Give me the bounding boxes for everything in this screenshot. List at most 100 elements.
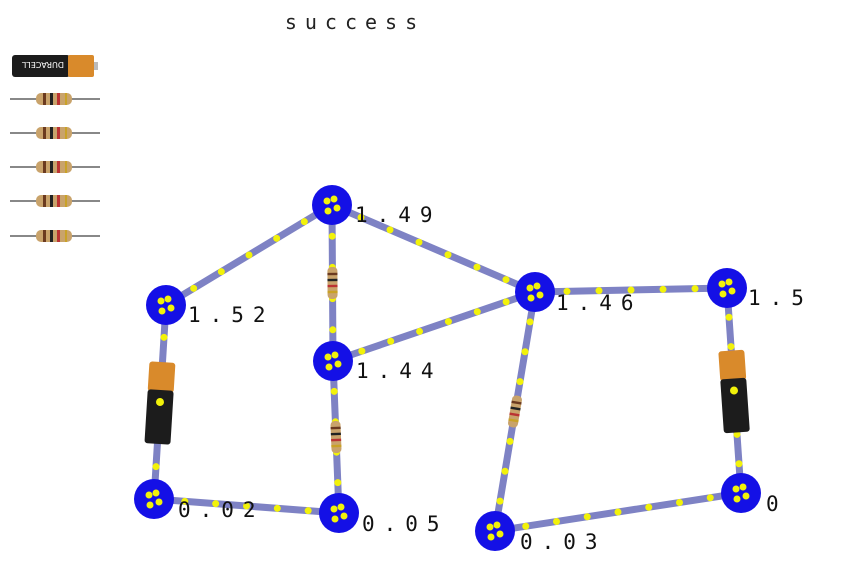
current-dot	[357, 213, 365, 221]
resistor-band	[330, 426, 341, 430]
current-dot	[718, 280, 726, 288]
current-dot	[167, 304, 175, 312]
current-dot	[719, 290, 727, 298]
current-dot	[330, 387, 338, 395]
current-dot	[330, 195, 338, 203]
tray-resistor[interactable]	[10, 158, 100, 176]
current-dot	[243, 502, 250, 510]
current-dot	[164, 295, 172, 303]
current-dot	[526, 318, 534, 326]
current-dot	[145, 491, 153, 499]
current-dot	[501, 467, 509, 475]
current-dot	[473, 263, 481, 271]
current-dot	[444, 318, 452, 326]
node-voltage-label: 0.02	[178, 498, 265, 522]
resistor-band	[331, 438, 342, 442]
status-text: success	[284, 10, 426, 34]
node-voltage-label: 0.05	[362, 512, 449, 536]
current-dot	[325, 363, 333, 371]
current-dot	[444, 251, 452, 259]
wire[interactable]	[328, 201, 539, 296]
current-dot	[155, 498, 163, 506]
current-dot	[328, 232, 336, 240]
battery[interactable]	[144, 361, 176, 445]
current-dot	[323, 197, 331, 205]
circuit-node[interactable]	[319, 493, 359, 533]
resistor[interactable]	[330, 420, 342, 454]
circuit-node[interactable]	[134, 479, 174, 519]
circuit-node[interactable]	[312, 185, 352, 225]
current-dot	[331, 515, 339, 523]
resistor-band	[511, 400, 522, 405]
current-dot	[340, 512, 348, 520]
current-dot	[659, 285, 667, 293]
node-voltage-label: 1.44	[356, 359, 443, 383]
battery-body	[144, 389, 174, 445]
current-dot	[583, 513, 591, 521]
current-dot	[502, 298, 510, 306]
current-dot	[536, 291, 544, 299]
battery[interactable]	[718, 349, 750, 434]
current-dot	[273, 504, 281, 512]
current-dot	[333, 204, 341, 212]
tray-battery[interactable]: DURACELL	[10, 52, 100, 80]
current-dot	[334, 479, 342, 487]
node-voltage-label: 1.49	[355, 203, 442, 227]
battery-cap	[718, 349, 747, 382]
current-dot	[645, 503, 653, 511]
current-dot	[212, 500, 220, 508]
resistor[interactable]	[327, 266, 338, 300]
resistor-band	[327, 278, 338, 282]
circuit-node[interactable]	[721, 473, 761, 513]
current-dot	[563, 287, 571, 295]
circuit-node[interactable]	[515, 272, 555, 312]
resistor-body	[330, 420, 342, 454]
wire[interactable]	[329, 288, 539, 365]
current-dot	[493, 521, 501, 529]
current-dot	[725, 313, 733, 321]
current-dot	[157, 297, 165, 305]
current-dot	[522, 522, 530, 530]
current-dot	[152, 463, 160, 471]
current-dot	[160, 333, 168, 341]
resistor-band	[509, 412, 520, 417]
tray-resistor[interactable]	[10, 227, 100, 245]
node-voltage-label: 0	[766, 492, 788, 516]
resistor[interactable]	[507, 395, 522, 428]
current-dot	[496, 530, 504, 538]
battery-body	[720, 377, 750, 434]
circuit-node[interactable]	[707, 268, 747, 308]
current-dot	[334, 360, 342, 368]
current-dot	[386, 226, 394, 234]
current-dot	[516, 378, 524, 386]
current-dot	[595, 287, 603, 295]
current-dot	[416, 327, 424, 335]
tray-resistor[interactable]	[10, 192, 100, 210]
tray-resistor[interactable]	[10, 90, 100, 108]
battery-label: DURACELL	[21, 60, 64, 69]
current-dot	[506, 437, 514, 445]
current-dot	[742, 492, 750, 500]
current-dot	[486, 523, 494, 531]
circuit-node[interactable]	[475, 511, 515, 551]
current-dot	[331, 351, 339, 359]
current-dot	[614, 508, 622, 516]
current-dot	[156, 398, 164, 406]
current-dot	[337, 503, 345, 511]
current-dot	[473, 308, 481, 316]
node-voltage-label: 1.5	[748, 286, 813, 310]
current-dot	[691, 285, 699, 293]
resistor-body	[327, 266, 338, 300]
circuit-node[interactable]	[313, 341, 353, 381]
current-dot	[553, 518, 560, 525]
current-dot	[330, 505, 338, 513]
current-dot	[415, 238, 423, 246]
resistor-band	[330, 432, 341, 436]
circuit-node[interactable]	[146, 285, 186, 325]
current-dot	[727, 343, 735, 351]
tray-resistor[interactable]	[10, 124, 100, 142]
current-dot	[502, 276, 510, 284]
node-voltage-label: 1.52	[188, 303, 275, 327]
current-dot	[217, 268, 225, 276]
